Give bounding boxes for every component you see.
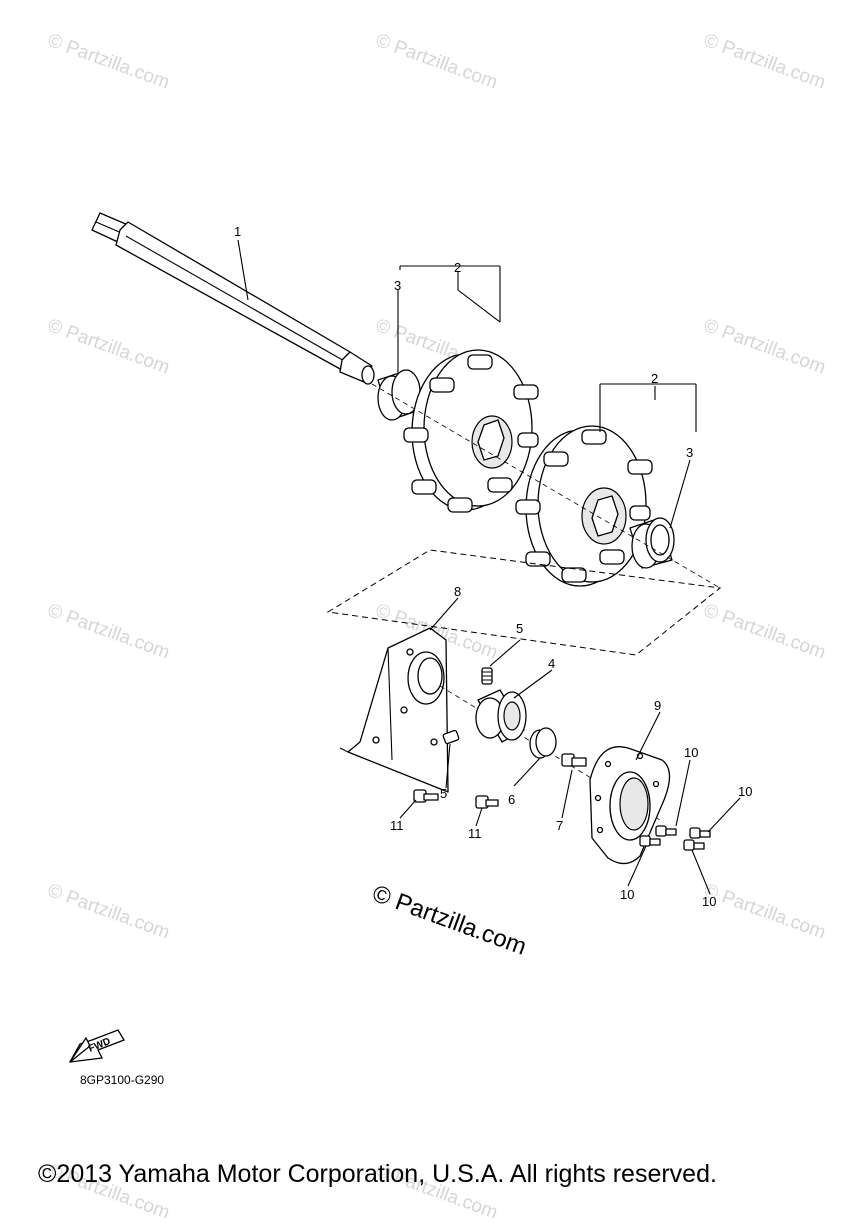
- bolt-10d[interactable]: [683, 839, 705, 851]
- bolt-7[interactable]: [561, 753, 587, 767]
- fwd-arrow-icon: FWD: [68, 1029, 125, 1063]
- drive-shaft[interactable]: [91, 212, 375, 385]
- callout-3: 3: [686, 445, 693, 460]
- set-screw-bottom[interactable]: [442, 729, 460, 745]
- callout-6: 6: [508, 792, 515, 807]
- bolt-10a[interactable]: [655, 825, 677, 837]
- sprocket-left[interactable]: [403, 349, 539, 513]
- set-screw-top[interactable]: [481, 667, 493, 685]
- callout-7: 7: [556, 818, 563, 833]
- callout-11: 11: [390, 818, 404, 833]
- callout-1: 1: [234, 224, 241, 239]
- bolt-11a[interactable]: [413, 789, 439, 803]
- bolt-11b[interactable]: [475, 795, 499, 809]
- flange-plate[interactable]: [589, 746, 671, 865]
- callout-9: 9: [654, 698, 661, 713]
- callout-8: 8: [454, 584, 461, 599]
- bearing-housing[interactable]: [339, 627, 449, 793]
- callout-5: 5: [516, 621, 523, 636]
- callout-10: 10: [684, 745, 698, 760]
- diagram-code: 8GP3100-G290: [80, 1073, 165, 1087]
- bolt-10c[interactable]: [639, 835, 661, 847]
- copyright-notice: ©2013 Yamaha Motor Corporation, U.S.A. A…: [38, 1160, 717, 1188]
- callout-10: 10: [620, 887, 634, 902]
- sprocket-right[interactable]: [515, 425, 653, 587]
- bearing[interactable]: [475, 689, 527, 743]
- lock-collar[interactable]: [529, 727, 557, 759]
- callout-5: 5: [440, 786, 447, 801]
- callout-11: 11: [468, 826, 482, 841]
- callout-10: 10: [702, 894, 716, 909]
- bolt-10b[interactable]: [689, 827, 711, 839]
- callout-2: 2: [651, 371, 658, 386]
- callout-3: 3: [394, 278, 401, 293]
- collar-right[interactable]: [629, 517, 675, 569]
- callout-10: 10: [738, 784, 752, 799]
- collar-left[interactable]: [377, 369, 421, 421]
- callout-2: 2: [454, 260, 461, 275]
- assembly-plane: [326, 383, 722, 656]
- callout-4: 4: [548, 656, 555, 671]
- leader-lines: [237, 239, 741, 895]
